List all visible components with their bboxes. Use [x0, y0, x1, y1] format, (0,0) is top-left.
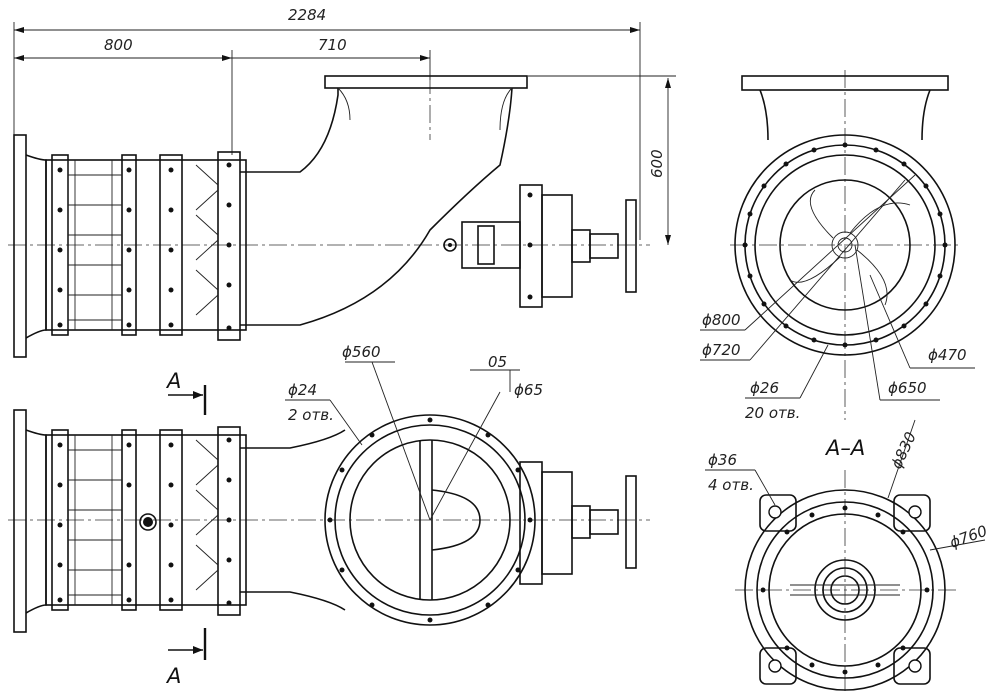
bolt-holes-top-right — [742, 142, 948, 348]
dim-hole: ϕ26 — [750, 379, 779, 397]
section-title: A–A — [824, 436, 865, 460]
dim-partial-top: 05 — [488, 353, 507, 371]
dim-height: 600 — [648, 149, 666, 178]
bolt-holes-plan — [327, 417, 533, 623]
dim-650: ϕ650 — [888, 379, 927, 397]
dim-overall-length: 2284 — [288, 6, 326, 24]
dim-mid-length: 710 — [318, 36, 347, 54]
section-marker-top: A — [165, 369, 181, 393]
bolt-holes-section — [760, 505, 930, 675]
dim-hole-count-4: 4 отв. — [708, 476, 754, 494]
dim-hole-count: 20 отв. — [745, 404, 800, 422]
dim-inner-470: ϕ470 — [928, 346, 967, 364]
dim-560: ϕ560 — [342, 343, 381, 361]
dim-830: ϕ830 — [887, 429, 920, 472]
section-view-a-a: A–A ϕ36 4 отв. ϕ830 — [705, 419, 990, 695]
end-view-top-right: ϕ800 ϕ720 ϕ26 20 отв. ϕ470 ϕ650 — [700, 70, 975, 422]
top-dimensions: 2284 800 710 600 — [13, 6, 676, 245]
side-view-top — [8, 75, 650, 358]
dim-24: ϕ24 — [288, 381, 317, 399]
dim-flange-outer: ϕ800 — [702, 311, 741, 329]
dim-760: ϕ760 — [947, 522, 989, 552]
section-marker-bottom: A — [165, 664, 181, 688]
dim-bolt-circle: ϕ720 — [702, 341, 741, 359]
dim-36: ϕ36 — [708, 451, 737, 469]
dim-hole-count-2: 2 отв. — [288, 406, 334, 424]
dim-partial-bottom: ϕ65 — [514, 381, 543, 399]
plan-view-bottom: A A — [8, 343, 650, 688]
dim-left-length: 800 — [104, 36, 133, 54]
